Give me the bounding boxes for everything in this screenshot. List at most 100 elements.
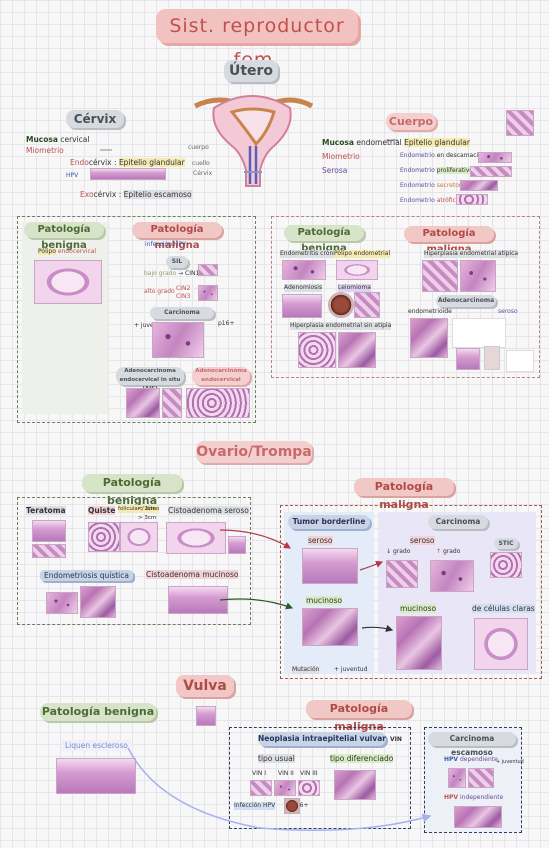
utero-label-cuerpo: cuerpo xyxy=(188,144,209,151)
cin23-image xyxy=(198,285,218,301)
cervix-benigna-title: Patología benigna xyxy=(24,222,104,251)
vulva-carcinoma-title: Carcinoma escamoso xyxy=(428,732,516,757)
endometrio-2-word: secretor xyxy=(436,182,462,189)
hpv-infection-line: infección HPV xyxy=(145,241,187,248)
vin-abbr: VIN xyxy=(390,736,402,743)
hpv-dep-word: dependiente xyxy=(459,756,498,763)
endometriosis-image xyxy=(46,592,78,614)
cuerpo-mucosa-suffix: endometrial xyxy=(356,138,402,147)
celulas-claras: de células claras xyxy=(472,604,535,613)
body-maligna-title: Patología maligna xyxy=(404,226,494,255)
liquen-image xyxy=(56,758,136,794)
hpv-dep-image-2 xyxy=(468,768,494,788)
quiste-size-0: < 2cm xyxy=(138,506,157,512)
body-pathology-panel xyxy=(271,216,540,378)
endometrio-0-word: en descamación xyxy=(436,152,486,159)
adenocarcinoma-label: Adenocarcinoma xyxy=(436,295,496,307)
vin2-image xyxy=(274,780,296,796)
cervix-histology-strip xyxy=(90,168,166,180)
exocervix-suffix: cérvix : xyxy=(93,190,122,199)
endometritis-image xyxy=(282,260,326,280)
utero-title: Útero xyxy=(224,60,278,82)
carcinoma-bajo-grado: grado xyxy=(392,548,411,555)
adeno-insitu-image-2 xyxy=(162,388,182,418)
cervix-miometrio: Miometrio xyxy=(26,146,64,155)
vin-diferenciado-image xyxy=(334,770,376,800)
hpv-ind-label: HPV xyxy=(444,794,459,801)
hiperplasia-sin-label: Hiperplasia endometrial sin atipia xyxy=(290,322,392,330)
vin-grade-2: VIN III xyxy=(300,770,318,777)
endometriosis-image-2 xyxy=(80,586,116,618)
teratoma-label: Teratoma xyxy=(26,506,66,515)
cervix-maligna-title: Patología maligna xyxy=(132,222,222,251)
cervix-benigna-bg xyxy=(22,222,108,414)
seroso-table xyxy=(506,350,534,372)
carcinoma-title: Carcinoma xyxy=(428,515,488,529)
carcinoma-mucinoso-image xyxy=(396,616,442,670)
vin-grade-1: VIN II xyxy=(278,770,294,777)
vulva-infeccion: Infección HPV xyxy=(234,802,276,810)
endometrio-1-prefix: Endometrio xyxy=(400,167,435,174)
endometrioide-label: endometrioide xyxy=(408,308,452,315)
adeno-insitu-image xyxy=(126,388,160,418)
cuerpo-title: Cuerpo xyxy=(386,113,436,130)
polipo-word: endocervical xyxy=(57,248,97,255)
endometrio-img-3 xyxy=(456,194,488,205)
tipo-usual: tipo usual xyxy=(258,754,295,763)
endometrio-3-word: atrófico xyxy=(436,197,460,204)
hpv-ind-word: independiente xyxy=(459,794,504,801)
cistoadenoma-seroso-image xyxy=(166,522,226,554)
tipo-diferenciado: tipo diferenciado xyxy=(330,754,394,763)
cuerpo-epitelio: Epitelio glandular xyxy=(404,138,470,147)
cin1-image xyxy=(198,264,218,276)
vulva-maligna-title: Patología maligna xyxy=(306,700,412,733)
carcinoma-escamoso-image xyxy=(152,322,204,358)
polipo-endo-image xyxy=(336,260,378,280)
exocervix-prefix: Exo xyxy=(80,190,94,199)
borderline-seroso-image xyxy=(302,548,358,584)
vulva-title: Vulva xyxy=(176,675,234,697)
ovario-juventud: + juventud xyxy=(334,666,368,673)
cuerpo-serosa: Serosa xyxy=(322,166,348,175)
quiste-label: Quiste xyxy=(88,506,116,515)
hpv-label: HPV xyxy=(66,172,79,179)
vulva-p16: p16+ xyxy=(292,802,309,809)
mutacion-label: Mutación xyxy=(292,666,320,674)
leiomioma-gross-image xyxy=(328,292,354,318)
vin-gross-image xyxy=(284,798,300,814)
endometrio-1-word: proliferativo xyxy=(436,167,474,174)
vulva-juventud: + juventud xyxy=(496,759,524,765)
vin-title: Neoplasia intraepitelial vulvar xyxy=(258,732,386,746)
bajo-grado: bajo grado xyxy=(144,270,177,277)
endometrio-list: Endometrio en descamación Endometrio pro… xyxy=(400,152,486,212)
endometrio-img-0 xyxy=(478,152,512,163)
endometrioide-image xyxy=(410,318,448,358)
ovario-title: Ovario/Trompa xyxy=(196,441,312,463)
endocervix-prefix: Endo xyxy=(70,158,89,167)
vin-grade-0: VIN I xyxy=(252,770,267,777)
endocervix-epithelium: Epitelio glandular xyxy=(118,158,185,167)
teratoma-image xyxy=(32,520,66,542)
polipo-image xyxy=(34,260,102,304)
cin1: CIN1 xyxy=(185,270,200,277)
endometrio-3-prefix: Endometrio xyxy=(400,197,435,204)
ovario-maligna-title: Patología maligna xyxy=(354,478,454,511)
endometrio-img-2 xyxy=(460,180,498,191)
hiperplasia-con-label: Hiperplasia endometrial atípica xyxy=(424,250,519,258)
cervix-mucosa: Mucosa xyxy=(26,135,58,144)
cistoadenoma-mucinoso-label: Cistoadenoma mucinoso xyxy=(146,570,239,579)
body-benigna-title: Patología benigna xyxy=(284,225,364,254)
cervix-pathology-panel xyxy=(17,216,256,423)
cin3: CIN3 xyxy=(176,293,191,300)
cervix-mucosa-suffix: cervical xyxy=(60,135,90,144)
cuerpo-histology-thumb xyxy=(506,110,534,136)
hiperplasia-con-image-2 xyxy=(460,260,496,292)
seroso-image-2 xyxy=(484,346,500,370)
exocervix-epithelium: Epitelio escamoso xyxy=(123,190,192,199)
carcinoma-alto-grado: grado xyxy=(442,548,461,555)
adeno-table-image xyxy=(452,318,506,348)
adeno-label: Adenocarcinoma endocervical xyxy=(192,367,250,385)
hpv-ind-image xyxy=(454,806,502,828)
uterus-diagram xyxy=(193,95,314,187)
ovario-benigna-panel xyxy=(17,497,251,625)
